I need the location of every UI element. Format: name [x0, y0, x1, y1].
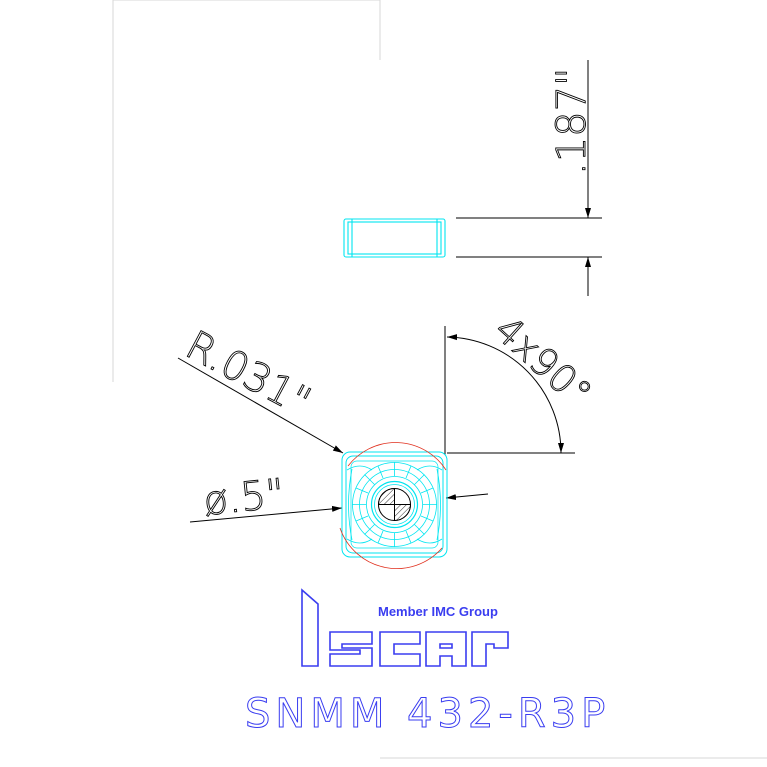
radius-leader	[177, 357, 344, 454]
diameter-label: ø.5"	[201, 471, 286, 525]
diameter-leader	[189, 493, 489, 523]
iscar-logo	[301, 588, 509, 667]
section-marker-arcs	[339, 442, 447, 569]
logo-i-mark	[301, 588, 319, 667]
thickness-label: .187"	[549, 68, 595, 175]
angle-label: 4x90°	[486, 307, 600, 416]
logo-tagline: Member IMC Group	[378, 604, 498, 619]
radius-label: R.031"	[178, 322, 318, 425]
sheet-border	[112, 0, 767, 759]
center-hole-section	[378, 488, 411, 521]
logo-letter-c	[379, 631, 421, 667]
logo-letter-a	[425, 631, 467, 667]
angle-dimension	[444, 326, 575, 455]
part-designation: SNMM 432-R3P	[245, 691, 610, 737]
logo-letter-s	[329, 631, 373, 667]
logo-letter-r	[471, 631, 509, 667]
insert-top-view	[341, 451, 448, 558]
insert-side-view	[343, 218, 446, 258]
chipbreaker-pattern	[346, 462, 443, 547]
thickness-dimension	[456, 60, 602, 296]
